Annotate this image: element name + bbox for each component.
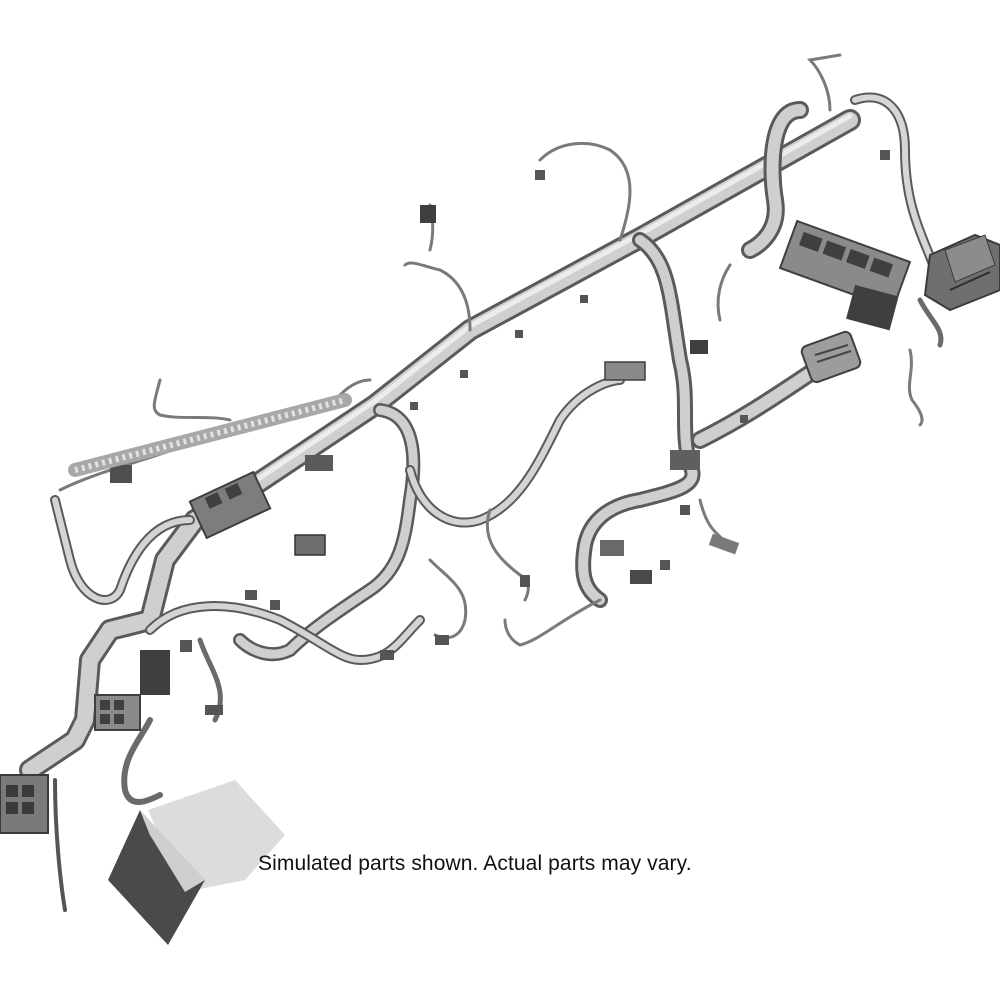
right-fuse-block [778, 219, 912, 331]
mid-connector-2 [690, 340, 708, 354]
left-loop-cable [233, 375, 625, 662]
center-junction-block [188, 470, 272, 540]
mid-connector-1 [604, 361, 646, 381]
left-mid-connector [294, 534, 326, 556]
lower-right-bracket [708, 533, 740, 555]
lower-left-fuse-box [94, 650, 170, 731]
lower-mid-connector [600, 540, 624, 556]
connector-blocks [0, 150, 1000, 834]
top-lead-connector [420, 205, 436, 223]
harness-clips [180, 150, 890, 715]
lower-mid-connector-2 [630, 570, 652, 584]
main-trunk-cable [19, 109, 861, 781]
disclaimer-caption: Simulated parts shown. Actual parts may … [258, 852, 692, 875]
bottom-left-connector [0, 774, 49, 834]
large-plug-connector [800, 330, 862, 384]
upper-left-connector [305, 455, 333, 471]
far-left-connector [110, 465, 132, 483]
branch-connector [670, 450, 700, 470]
right-module-connector [923, 233, 1000, 312]
middle-branch-cable [575, 232, 839, 608]
mounting-bracket [108, 780, 285, 945]
upper-right-loop-cable [741, 92, 944, 348]
terminal-strip [68, 393, 352, 477]
